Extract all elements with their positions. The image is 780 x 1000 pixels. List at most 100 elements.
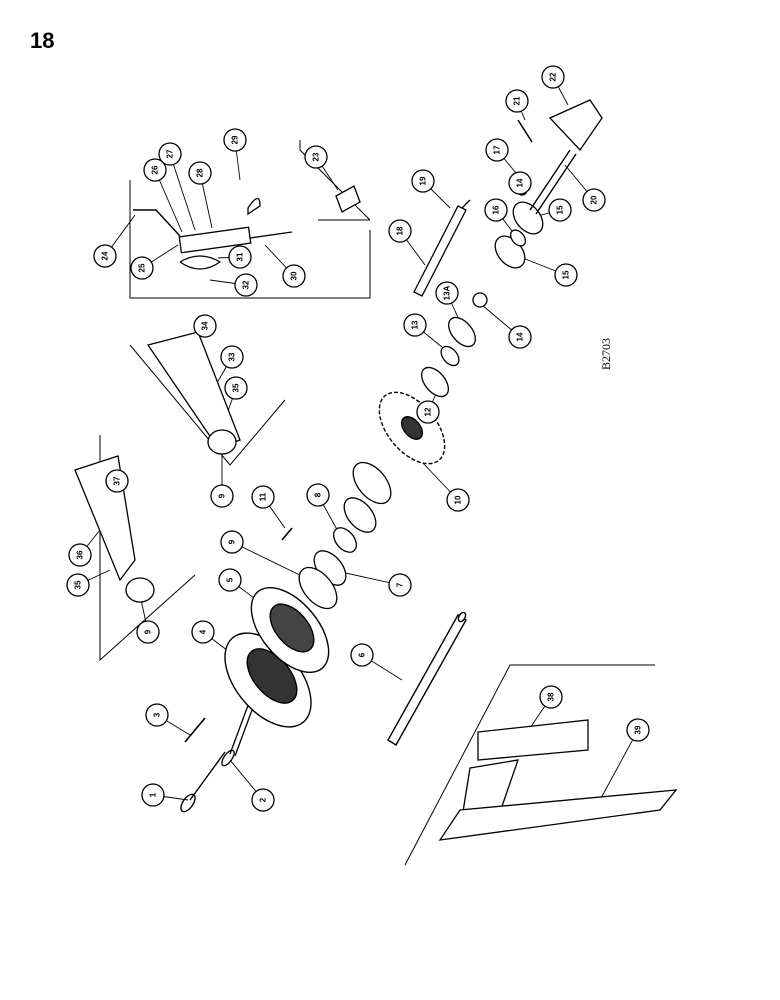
callout-9: 9 <box>136 620 160 644</box>
callout-15: 15 <box>548 198 572 222</box>
callout-label: 15 <box>562 270 571 279</box>
figure-code: B2703 <box>599 338 613 370</box>
part-21-pin <box>517 119 533 143</box>
callout-circle <box>350 643 374 667</box>
callout-circle <box>143 158 167 182</box>
callout-circle <box>484 198 508 222</box>
callout-circle <box>485 138 509 162</box>
callout-label: 9 <box>218 493 227 498</box>
callout-label: 28 <box>196 168 205 177</box>
callout-group: 1234567891011121313A14151617181920212223… <box>66 65 650 812</box>
part-6-shaft <box>387 611 467 746</box>
callout-12: 12 <box>416 400 440 424</box>
callout-label: 7 <box>396 582 405 587</box>
callout-28: 28 <box>188 161 212 185</box>
part-16-bushing <box>509 229 527 247</box>
callout-circle <box>223 128 247 152</box>
callout-circle <box>505 89 529 113</box>
callout-37: 37 <box>105 469 129 493</box>
callout-label: 36 <box>76 550 85 559</box>
callout-8: 8 <box>306 483 330 507</box>
callout-4: 4 <box>191 620 215 644</box>
part-7-flange <box>313 497 377 586</box>
callout-6: 6 <box>350 643 374 667</box>
callout-label: 27 <box>166 149 175 158</box>
callout-label: 17 <box>493 145 502 154</box>
inset-assembly <box>178 197 293 270</box>
callout-circle <box>388 573 412 597</box>
callout-circle <box>416 400 440 424</box>
callout-circle <box>145 703 169 727</box>
part-18-rod <box>413 199 471 297</box>
callout-label: 8 <box>314 492 323 497</box>
callout-29: 29 <box>223 128 247 152</box>
callout-circle <box>539 685 563 709</box>
callout-38: 38 <box>539 685 563 709</box>
callout-label: 34 <box>201 321 210 330</box>
callout-30: 30 <box>282 264 306 288</box>
callout-circle <box>626 718 650 742</box>
callout-9: 9 <box>220 530 244 554</box>
callout-label: 39 <box>634 725 643 734</box>
callout-label: 22 <box>549 72 558 81</box>
part-1-bolt <box>180 751 226 813</box>
callout-label: 23 <box>312 152 321 161</box>
callout-3: 3 <box>145 703 169 727</box>
callout-2: 2 <box>251 788 275 812</box>
callout-circle <box>582 188 606 212</box>
callout-circle <box>306 483 330 507</box>
callout-circle <box>435 281 459 305</box>
callout-27: 27 <box>158 142 182 166</box>
callout-circle <box>228 245 252 269</box>
callout-circle <box>218 568 242 592</box>
callout-19: 19 <box>411 169 435 193</box>
callout-7: 7 <box>388 573 412 597</box>
callout-circle <box>224 376 248 400</box>
part-34-arm <box>146 331 241 455</box>
callout-circle <box>188 161 212 185</box>
callout-label: 6 <box>358 652 367 657</box>
callout-label: 2 <box>259 797 268 802</box>
callout-label: 37 <box>113 476 122 485</box>
callout-label: 26 <box>151 165 160 174</box>
callout-circle <box>541 65 565 89</box>
callout-label: 9 <box>144 629 153 634</box>
leader-line <box>599 729 639 801</box>
leader-line <box>231 541 311 581</box>
callout-20: 20 <box>582 188 606 212</box>
callout-39: 39 <box>626 718 650 742</box>
callout-label: 11 <box>259 492 268 501</box>
callout-circle <box>234 273 258 297</box>
callout-label: 14 <box>516 178 525 187</box>
callout-label: 4 <box>199 629 208 634</box>
callout-circle <box>210 484 234 508</box>
callout-24: 24 <box>93 244 117 268</box>
callout-circle <box>66 573 90 597</box>
part-2-washer <box>221 699 256 767</box>
callout-label: 12 <box>424 407 433 416</box>
callout-26: 26 <box>143 158 167 182</box>
callout-label: 35 <box>232 383 241 392</box>
callout-label: 21 <box>513 96 522 105</box>
callout-36: 36 <box>68 543 92 567</box>
callout-circle <box>548 198 572 222</box>
part-11-key <box>281 527 293 541</box>
callout-circle <box>388 219 412 243</box>
callout-31: 31 <box>228 245 252 269</box>
callout-circle <box>508 171 532 195</box>
callout-25: 25 <box>130 256 154 280</box>
callout-label: 20 <box>590 195 599 204</box>
part-3-pin <box>184 717 206 743</box>
part-9-ring <box>298 461 392 610</box>
callout-circle <box>403 313 427 337</box>
callout-label: 33 <box>228 352 237 361</box>
callout-18: 18 <box>388 219 412 243</box>
callout-label: 13A <box>443 285 452 300</box>
callout-circle <box>446 488 470 512</box>
callout-label: 1 <box>149 792 158 797</box>
part-22-plate <box>548 99 603 152</box>
callout-circle <box>251 788 275 812</box>
callout-11: 11 <box>251 485 275 509</box>
callout-35: 35 <box>224 376 248 400</box>
